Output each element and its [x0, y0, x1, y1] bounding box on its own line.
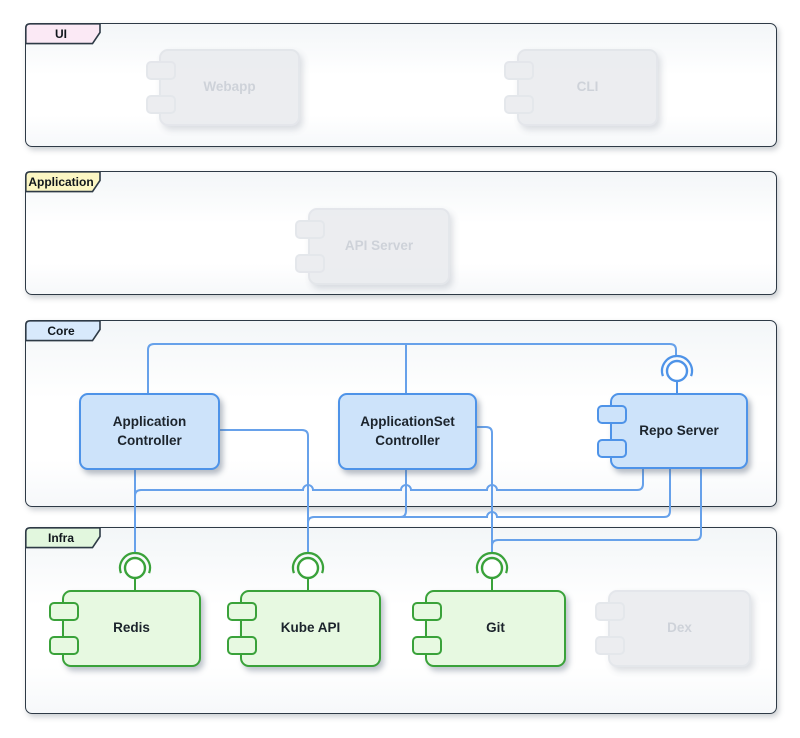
- frame-label-infra: Infra: [47, 530, 74, 545]
- component-port-icon: [146, 61, 176, 80]
- frame-ui: [25, 23, 777, 147]
- component-port-icon: [412, 636, 442, 655]
- component-port-icon: [504, 95, 534, 114]
- component-repo-server: Repo Server: [597, 393, 748, 469]
- component-api-server: API Server: [295, 208, 450, 285]
- component-label: Git: [486, 620, 505, 636]
- component-port-icon: [227, 602, 257, 621]
- component-label: Dex: [667, 620, 692, 636]
- component-label: API Server: [344, 238, 414, 254]
- component-git: Git: [412, 590, 566, 667]
- component-label: Kube API: [280, 620, 341, 636]
- component-label: Redis: [113, 620, 150, 636]
- component-port-icon: [412, 602, 442, 621]
- component-label: Repo Server: [639, 422, 719, 438]
- component-label: Application Controller: [112, 414, 187, 448]
- component-label: CLI: [576, 79, 599, 95]
- frame-label-application: Application: [28, 174, 94, 189]
- component-kube-api: Kube API: [227, 590, 381, 667]
- component-redis: Redis: [49, 590, 201, 667]
- frame-label-core: Core: [47, 323, 75, 338]
- component-port-icon: [295, 254, 325, 273]
- component-port-icon: [295, 220, 325, 239]
- component-port-icon: [49, 636, 79, 655]
- component-webapp: Webapp: [146, 49, 300, 126]
- component-label: Webapp: [203, 79, 256, 95]
- component-port-icon: [49, 602, 79, 621]
- component-label: ApplicationSet Controller: [360, 414, 455, 448]
- component-port-icon: [597, 405, 627, 424]
- component-port-icon: [597, 439, 627, 458]
- component-dex: Dex: [595, 590, 751, 667]
- component-port-icon: [595, 636, 625, 655]
- component-cli: CLI: [504, 49, 658, 126]
- component-application-controller: Application Controller: [79, 393, 220, 470]
- component-port-icon: [504, 61, 534, 80]
- component-port-icon: [227, 636, 257, 655]
- component-port-icon: [146, 95, 176, 114]
- component-port-icon: [595, 602, 625, 621]
- frame-label-ui: UI: [55, 26, 67, 41]
- component-applicationset-controller: ApplicationSet Controller: [338, 393, 477, 470]
